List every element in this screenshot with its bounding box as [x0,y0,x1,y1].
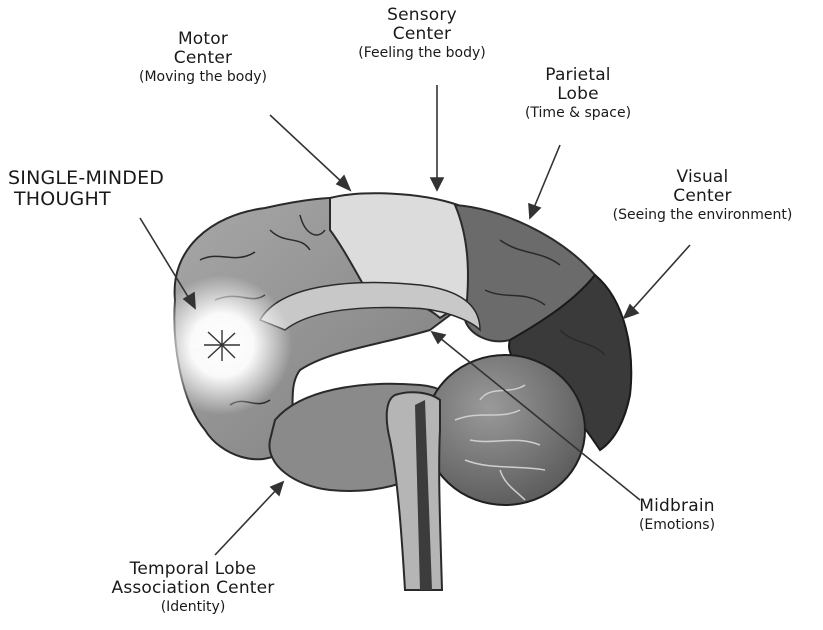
midbrain-sub: (Emotions) [612,518,742,534]
arrow-sensory [431,85,443,190]
visual-sub: (Seeing the environment) [590,208,815,224]
sensory-title2: Center [322,25,522,44]
motor-title2: Center [108,49,298,68]
arrow-visual [624,245,690,318]
label-midbrain: Midbrain (Emotions) [612,497,742,534]
label-motor-center: Motor Center (Moving the body) [108,30,298,86]
parietal-title2: Lobe [488,85,668,104]
temporal-sub: (Identity) [78,600,308,616]
motor-sub: (Moving the body) [108,70,298,86]
arrow-temporal [215,482,283,555]
visual-title2: Center [590,187,815,206]
temporal-title2: Association Center [78,579,308,598]
label-sensory-center: Sensory Center (Feeling the body) [322,6,522,62]
arrow-parietal [529,145,560,218]
brain-stem [387,392,442,590]
motor-title: Motor [108,30,298,49]
cerebellum [425,355,585,505]
parietal-title: Parietal [488,66,668,85]
sensory-title: Sensory [322,6,522,25]
arrow-motor [270,115,350,190]
label-visual-center: Visual Center (Seeing the environment) [590,168,815,224]
label-parietal-lobe: Parietal Lobe (Time & space) [488,66,668,122]
thought-title: SINGLE-MINDED [8,168,238,189]
thought-title2: THOUGHT [8,189,238,210]
parietal-sub: (Time & space) [488,106,668,122]
midbrain-title: Midbrain [612,497,742,516]
temporal-title: Temporal Lobe [78,560,308,579]
label-temporal-lobe: Temporal Lobe Association Center (Identi… [78,560,308,616]
label-single-minded-thought: SINGLE-MINDED THOUGHT [0,168,238,211]
visual-title: Visual [590,168,815,187]
sensory-sub: (Feeling the body) [322,46,522,62]
